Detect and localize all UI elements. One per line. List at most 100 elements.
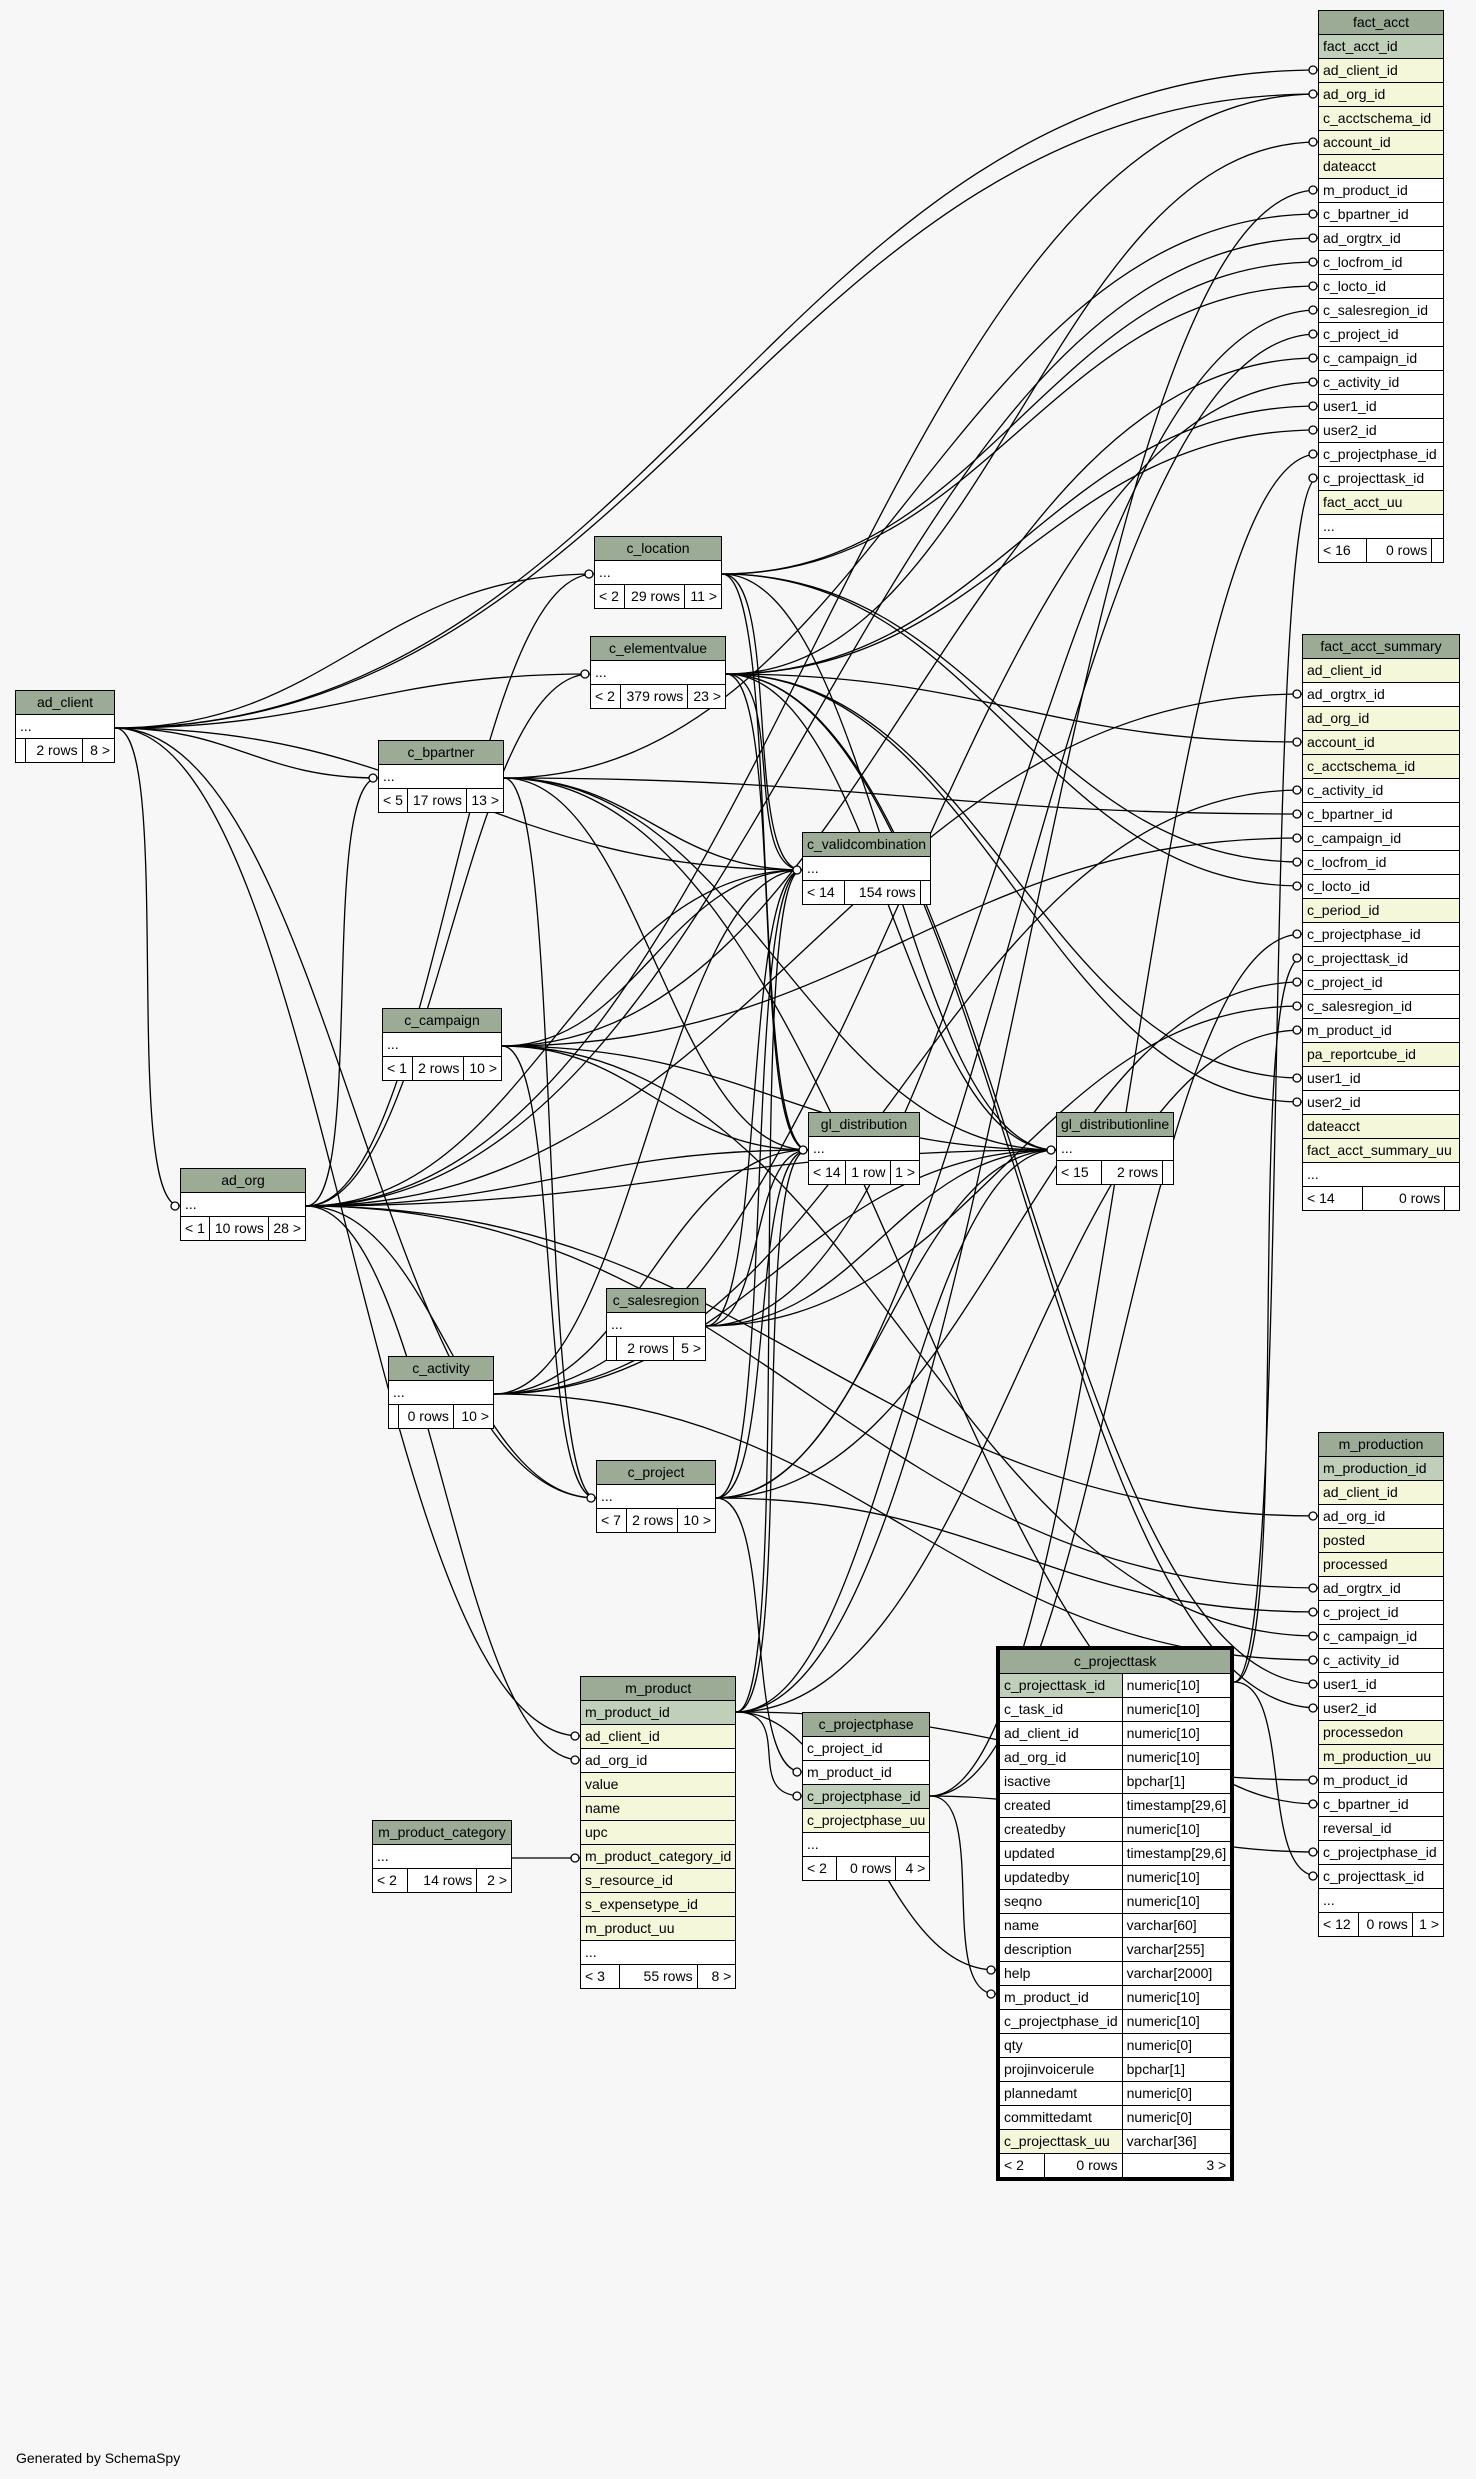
child-count[interactable]: 8 > [696,1964,737,1989]
table-name[interactable]: m_product [579,1676,737,1701]
child-count[interactable]: 28 > [267,1216,307,1241]
column-row: c_locfrom_id [1318,250,1444,275]
child-count[interactable] [1431,538,1444,563]
child-count[interactable]: 10 > [452,1404,495,1429]
parent-count[interactable]: < 1 [179,1216,211,1241]
parent-count[interactable] [388,1404,399,1429]
relationship-line [305,93,1319,1207]
column-name: ad_orgtrx_id [1302,682,1460,707]
parent-count[interactable]: < 2 [801,1856,838,1881]
column-name: c_projectphase_id [1302,922,1460,947]
table-name[interactable]: gl_distribution [808,1112,920,1137]
column-row: c_activity_id [1318,370,1444,395]
child-count[interactable] [1162,1160,1175,1185]
child-count[interactable]: 11 > [684,584,722,609]
relationship-line [725,673,1303,1103]
child-count[interactable]: 2 > [476,1868,512,1893]
row-count: 1 row [845,1160,891,1185]
parent-count[interactable]: < 15 [1056,1160,1102,1185]
column-row: ... [801,1832,931,1857]
table-name[interactable]: c_projectphase [801,1712,931,1737]
column-name: m_product_id [1318,1768,1444,1793]
parent-count[interactable]: < 3 [580,1964,620,1989]
table-name[interactable]: ad_client [15,690,115,715]
column-name: ad_client_id [1318,58,1444,83]
child-count[interactable]: 10 > [463,1056,502,1081]
column-row: ... [1318,1888,1444,1913]
parent-count[interactable]: < 14 [801,880,846,905]
table-name[interactable]: gl_distributionline [1055,1112,1175,1137]
table-name[interactable]: c_location [594,536,722,561]
parent-count[interactable]: < 5 [377,788,409,813]
child-count[interactable]: 1 > [1411,1912,1445,1937]
table-name[interactable]: c_elementvalue [590,636,726,661]
table-name[interactable]: ad_org [180,1168,306,1193]
parent-count[interactable]: < 2 [590,684,621,709]
parent-count[interactable]: < 2 [997,2153,1046,2180]
relationship-end-marker [1292,809,1302,819]
table-name[interactable]: c_campaign [382,1008,502,1033]
table-name[interactable]: m_production [1318,1432,1444,1457]
table-name[interactable]: c_projecttask [997,1647,1233,1674]
child-count[interactable]: 1 > [889,1160,921,1185]
child-count[interactable] [1444,1186,1460,1211]
parent-count[interactable]: < 14 [807,1160,847,1185]
table-name[interactable]: c_salesregion [606,1288,706,1313]
table-name[interactable]: fact_acct [1318,10,1444,35]
child-count[interactable]: 13 > [465,788,505,813]
child-count[interactable]: 23 > [687,684,726,709]
table-name[interactable]: c_bpartner [378,740,504,765]
relationship-end-marker [792,1791,802,1801]
parent-count[interactable]: < 7 [596,1508,627,1533]
parent-count[interactable] [14,738,27,763]
relationship-end-marker [1308,1703,1318,1713]
table-name[interactable]: c_validcombination [801,832,932,857]
relationship-line [735,1149,809,1713]
child-count[interactable]: 3 > [1121,2153,1233,2180]
child-count[interactable]: 10 > [677,1508,716,1533]
table-name[interactable]: c_activity [388,1356,494,1381]
table-name[interactable]: m_product_category [372,1820,512,1845]
parent-count[interactable]: < 14 [1302,1186,1363,1211]
parent-count[interactable]: < 2 [594,584,625,609]
parent-count[interactable]: < 2 [372,1868,408,1893]
parent-count[interactable]: < 16 [1318,538,1367,563]
child-count[interactable]: 4 > [895,1856,931,1881]
child-count[interactable] [919,880,932,905]
column-row: c_bpartner_id [1302,802,1460,827]
parent-count[interactable]: < 12 [1318,1912,1359,1937]
parent-count[interactable]: < 1 [382,1056,413,1081]
table-name[interactable]: fact_acct_summary [1302,634,1460,659]
column-name: c_locto_id [1302,874,1460,899]
relationship-end-marker [792,865,802,875]
child-count[interactable]: 5 > [672,1336,707,1361]
column-name: s_expensetype_id [579,1892,737,1917]
column-type: numeric[0] [1121,2081,1233,2106]
column-name: c_projectphase_id [1318,1840,1444,1865]
child-count[interactable]: 8 > [81,738,116,763]
table-name[interactable]: c_project [596,1460,716,1485]
relationship-end-marker [1292,881,1302,891]
parent-count[interactable] [605,1336,618,1361]
relationship-end-marker [1308,1871,1318,1881]
